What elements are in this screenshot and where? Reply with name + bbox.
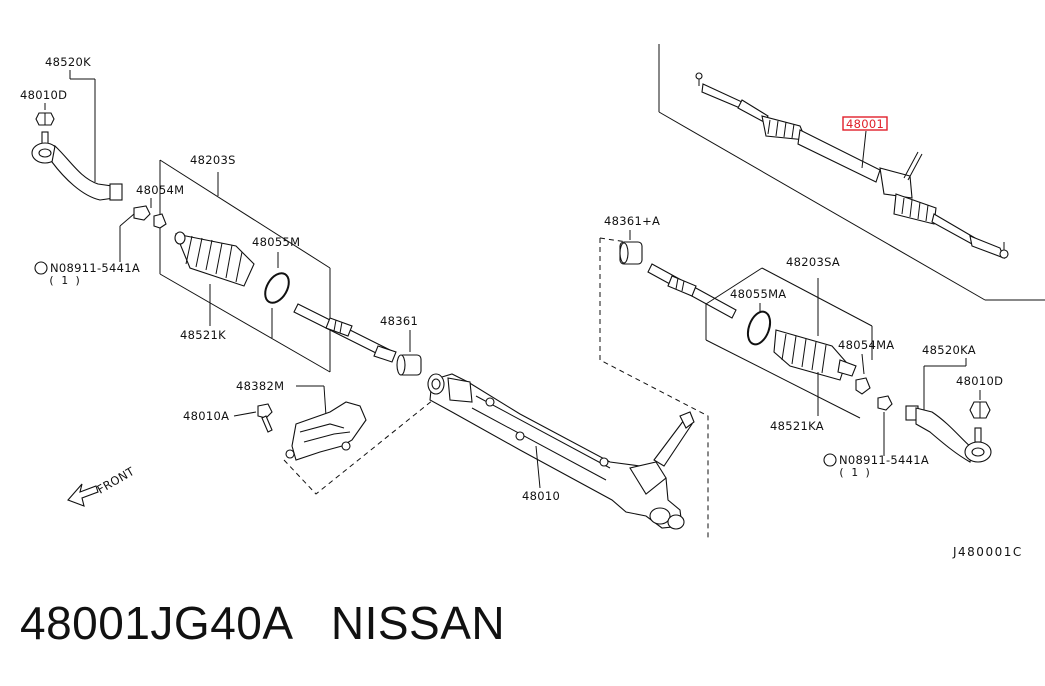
part-label-48055ma[interactable]: 48055MA — [730, 287, 786, 301]
insulator-group: 48382M 48010A — [183, 379, 439, 495]
boot-left — [174, 231, 255, 287]
washer-right — [877, 395, 893, 411]
tie-rod-end-left-group: 48520K 48010D — [20, 55, 123, 201]
part-number-caption: 48001JG40A NISSAN — [20, 597, 506, 649]
part-label-48010d-left[interactable]: 48010D — [20, 88, 67, 102]
washer-note-right: N08911-5441A ( 1 ) — [823, 412, 929, 479]
washer-part-left[interactable]: N08911-5441A — [50, 261, 140, 275]
part-label-48361a[interactable]: 48361+A — [604, 214, 660, 228]
tie-rod-end-right-group: 48520KA 48010D — [877, 343, 1003, 463]
nut-right — [969, 401, 991, 419]
band-right — [746, 310, 772, 346]
inset-overview: 48001 — [658, 44, 1045, 301]
highlight-box — [842, 116, 888, 131]
washer-qty-right: ( 1 ) — [838, 466, 871, 479]
washer-qty-left: ( 1 ) — [48, 274, 81, 287]
bolt — [257, 403, 273, 433]
part-label-48054ma[interactable]: 48054MA — [838, 338, 894, 352]
inner-rod-right — [647, 263, 737, 319]
boot-kit-left-group: 48203S 48054M 48055M 48521K — [133, 153, 331, 373]
insulator — [285, 401, 367, 461]
washer-part-right[interactable]: N08911-5441A — [839, 453, 929, 467]
part-label-48010d-right[interactable]: 48010D — [956, 374, 1003, 388]
part-label-48203sa[interactable]: 48203SA — [786, 255, 840, 269]
boot-right — [773, 329, 857, 381]
tie-rod-end-left — [31, 131, 123, 201]
part-label-48521k[interactable]: 48521K — [180, 328, 226, 342]
reference-code: J480001C — [953, 545, 1023, 559]
highlight-part-label[interactable]: 48001 — [846, 117, 884, 131]
inner-rod-left — [293, 303, 397, 363]
part-label-48520ka[interactable]: 48520KA — [922, 343, 976, 357]
steering-gear: 48010 — [427, 237, 709, 540]
part-label-48010a[interactable]: 48010A — [183, 409, 229, 423]
part-label-48521ka[interactable]: 48521KA — [770, 419, 824, 433]
boot-kit-right-group: 48203SA 48055MA 48054MA 48521KA — [705, 255, 894, 433]
bush-center-group: 48361 — [380, 314, 422, 376]
washer-note-left: N08911-5441A ( 1 ) — [34, 213, 140, 287]
tie-rod-end-right — [905, 405, 992, 463]
band-left — [264, 272, 290, 304]
part-label-48382m[interactable]: 48382M — [236, 379, 284, 393]
part-label-48054m[interactable]: 48054M — [136, 183, 184, 197]
nut-left — [35, 112, 55, 126]
clip-left — [133, 205, 167, 229]
part-label-48055m[interactable]: 48055M — [252, 235, 300, 249]
part-label-48203s[interactable]: 48203S — [190, 153, 236, 167]
front-label: FRONT — [95, 464, 138, 497]
bush-center — [396, 354, 422, 376]
part-label-48361[interactable]: 48361 — [380, 314, 418, 328]
part-label-48010[interactable]: 48010 — [522, 489, 560, 503]
bush-right — [619, 241, 643, 265]
front-arrow: FRONT — [67, 464, 138, 507]
clip-right — [855, 377, 871, 395]
part-label-48520k[interactable]: 48520K — [45, 55, 91, 69]
bush-right-group: 48361+A — [604, 214, 660, 265]
inset-rack-drawing — [695, 72, 1009, 259]
